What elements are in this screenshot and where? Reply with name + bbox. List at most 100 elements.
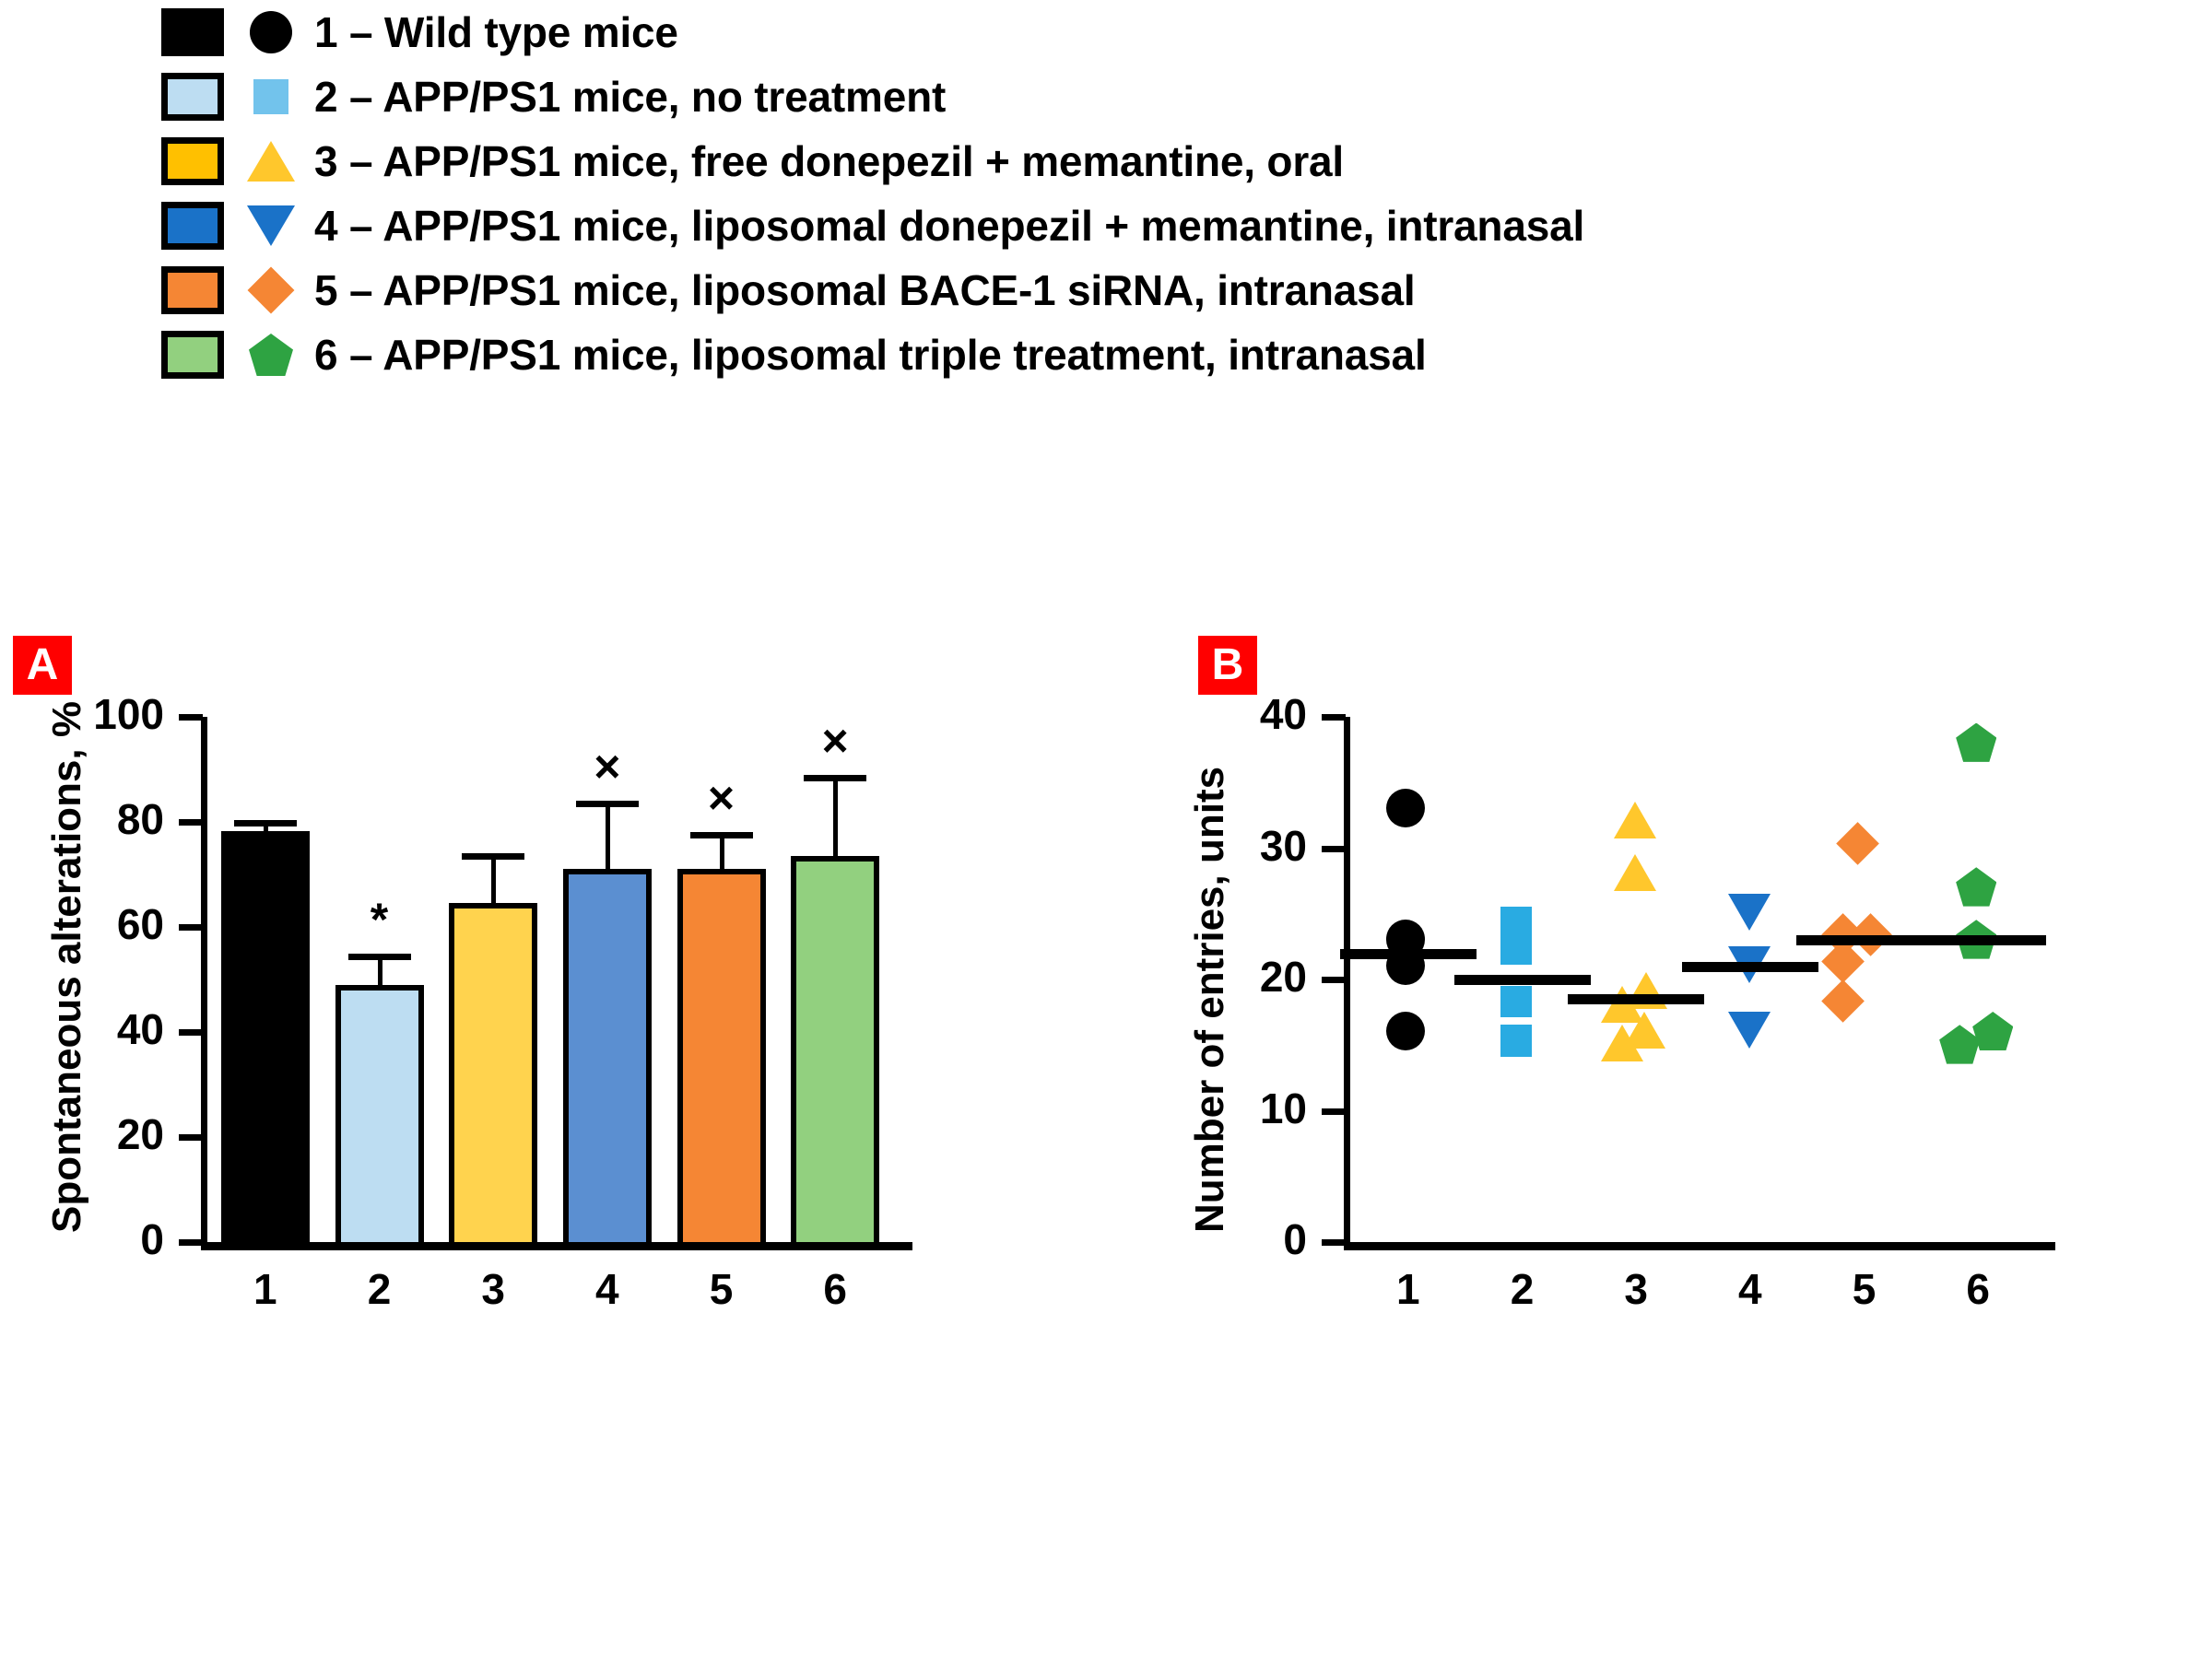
panel-b-x-tick-label-3: 3 (1624, 1265, 1648, 1313)
square-marker-icon (1500, 1025, 1533, 1058)
panel-b-x-tick-label-1: 1 (1396, 1265, 1420, 1313)
panel-b-y-tick-label: 30 (1259, 821, 1307, 870)
panel-b-point-g6 (1972, 1012, 2014, 1051)
legend-swatch-5 (161, 266, 224, 314)
panel-b-point-g5 (1835, 821, 1879, 865)
panel-a-y-tick (179, 1239, 203, 1246)
pentagon-marker-icon (1939, 1025, 1981, 1064)
panel-a-bar-1 (220, 830, 310, 1248)
panel-b-y-tick-label: 40 (1259, 690, 1307, 738)
panel-b-median-line-1 (1339, 948, 1477, 959)
panel-a-errorbar-cap-5 (689, 832, 753, 839)
panel-b-point-g3 (1614, 854, 1657, 891)
panel-b-y-tick-label: 0 (1283, 1215, 1307, 1263)
panel-a-errorbar-cap-3 (462, 853, 525, 861)
panel-b-x-tick-label-6: 6 (1966, 1265, 1990, 1313)
panel-b-point-g6 (1939, 1025, 1981, 1064)
panel-b-x-tick-label-4: 4 (1738, 1265, 1762, 1313)
panel-b-y-tick (1322, 1108, 1346, 1115)
panel-a-bar-6 (791, 856, 880, 1248)
panel-b-x-tick-label-2: 2 (1510, 1265, 1535, 1313)
panel-a-x-axis-line (201, 1242, 912, 1250)
panel-a-errorbar-6 (833, 774, 839, 857)
panel-a-significance-4: × (594, 741, 621, 793)
panel-b-point-g5 (1820, 939, 1865, 983)
panel-a-errorbar-2 (377, 953, 382, 985)
panel-a-y-tick-label: 60 (116, 900, 164, 948)
panel-b-y-tick (1322, 1239, 1346, 1246)
triangle-up-marker-icon (1601, 1025, 1644, 1062)
panel-a-significance-2: * (370, 893, 389, 945)
diamond-marker-icon (1820, 979, 1865, 1023)
panel-a-x-tick-label-3: 3 (481, 1265, 505, 1313)
legend-marker-5 (237, 264, 305, 316)
panel-b-point-g6 (1956, 722, 1997, 762)
pentagon-marker-icon (1956, 867, 1997, 907)
panel-b-point-g4 (1727, 1012, 1771, 1049)
panel-b-point-g5 (1820, 979, 1865, 1023)
panel-a-errorbar-cap-4 (575, 801, 639, 808)
panel-a-y-tick-label: 20 (116, 1110, 164, 1158)
legend-swatch-2 (161, 73, 224, 121)
triangle-down-marker-icon (247, 205, 295, 246)
legend-label-2: 2 – APP/PS1 mice, no treatment (314, 73, 947, 121)
panel-a-x-tick-label-5: 5 (709, 1265, 734, 1313)
legend-swatch-6 (161, 331, 224, 379)
legend-item-3: 3 – APP/PS1 mice, free donepezil + meman… (161, 131, 2097, 192)
square-marker-icon (1500, 932, 1533, 966)
panel-a-errorbar-cap-1 (233, 820, 297, 827)
legend-marker-3 (237, 135, 305, 187)
legend-marker-1 (237, 6, 305, 58)
panel-b-point-g4 (1727, 893, 1771, 931)
legend-swatch-3 (161, 137, 224, 185)
triangle-up-marker-icon (1614, 854, 1657, 891)
panel-a-y-tick-label: 100 (93, 690, 164, 738)
panel-a-errorbar-4 (605, 801, 610, 870)
panel-a-y-axis-title: Spontaneous alterations, % (44, 701, 89, 1233)
panel-a-bar-5 (677, 869, 766, 1248)
legend-label-3: 3 – APP/PS1 mice, free donepezil + meman… (314, 137, 1345, 185)
panel-a-errorbar-3 (491, 853, 497, 904)
panel-a-significance-6: × (821, 714, 849, 767)
legend-marker-2 (237, 71, 305, 123)
panel-b-median-line-6 (1910, 935, 2047, 946)
panel-b-point-g6 (1956, 867, 1997, 907)
legend-item-2: 2 – APP/PS1 mice, no treatment (161, 66, 2097, 127)
legend-label-5: 5 – APP/PS1 mice, liposomal BACE-1 siRNA… (314, 266, 1416, 314)
legend-marker-6 (237, 329, 305, 381)
square-marker-icon (253, 79, 288, 114)
panel-a-y-tick-label: 80 (116, 795, 164, 843)
pentagon-marker-icon (249, 334, 293, 376)
panel-a-y-tick (179, 924, 203, 931)
panel-b-point-g1 (1385, 1012, 1426, 1051)
panel-a-y-tick-label: 40 (116, 1005, 164, 1053)
panel-b-median-line-3 (1568, 994, 1705, 1005)
panel-a-bar-4 (562, 869, 652, 1248)
panel-a-y-tick (179, 1134, 203, 1141)
panel-b-x-axis-line (1344, 1242, 2055, 1250)
panel-b-median-line-4 (1681, 961, 1818, 972)
circle-marker-icon (1385, 788, 1426, 828)
panel-a-y-tick (179, 1029, 203, 1036)
panel-b-y-tick-label: 10 (1259, 1084, 1307, 1132)
figure-legend: 1 – Wild type mice 2 – APP/PS1 mice, no t… (161, 2, 2097, 389)
panel-b-y-tick (1322, 977, 1346, 983)
square-marker-icon (1500, 985, 1533, 1018)
triangle-down-marker-icon (1727, 1012, 1771, 1049)
panel-a-y-tick (179, 819, 203, 826)
panel-b-y-axis-title: Number of entries, units (1187, 766, 1232, 1233)
panel-b-median-line-2 (1453, 975, 1591, 985)
panel-b-point-g2 (1500, 985, 1533, 1018)
panel-b-point-g2 (1500, 1025, 1533, 1058)
diamond-marker-icon (1835, 821, 1879, 865)
panel-a-errorbar-5 (719, 832, 724, 870)
panel-b-y-tick (1322, 845, 1346, 852)
panel-a-y-tick-label: 0 (140, 1215, 164, 1263)
legend-item-1: 1 – Wild type mice (161, 2, 2097, 63)
circle-marker-icon (1385, 1012, 1426, 1051)
legend-label-6: 6 – APP/PS1 mice, liposomal triple treat… (314, 331, 1427, 379)
panel-a-x-tick-label-2: 2 (367, 1265, 392, 1313)
legend-swatch-1 (161, 8, 224, 56)
panel-b-y-tick-label: 20 (1259, 953, 1307, 1001)
